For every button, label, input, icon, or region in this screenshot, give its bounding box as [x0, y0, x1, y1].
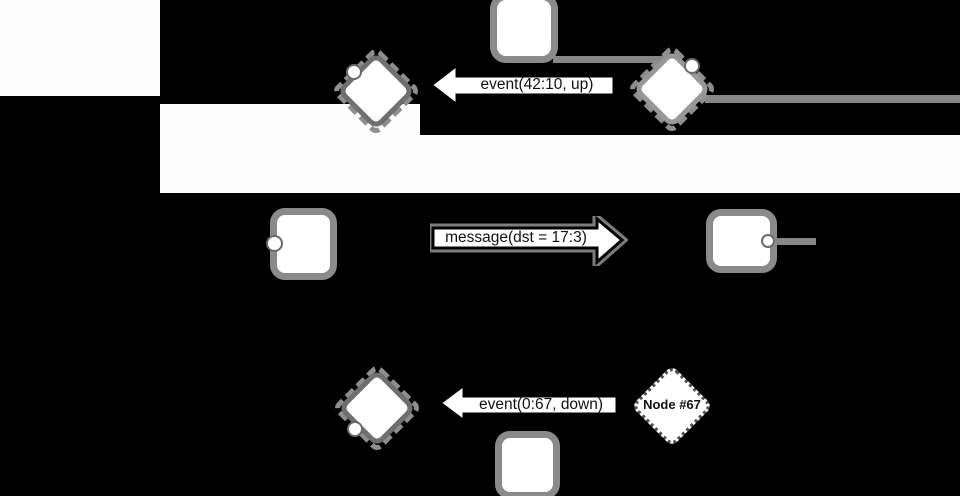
- message-arrow-middle: message(dst = 17:3): [430, 216, 628, 266]
- white-band-left: [0, 0, 160, 96]
- message-arrow-middle-label: message(dst = 17:3): [445, 229, 587, 246]
- port-circle-top-left-diamond: [346, 64, 362, 80]
- connector-top-square-to-diamond: [553, 56, 665, 63]
- connector-top-diamond-to-edge: [705, 95, 960, 103]
- port-circle-top-right-diamond: [684, 58, 700, 74]
- event-arrow-bottom-label: event(0:67, down): [478, 396, 604, 413]
- arrow-left-polygon: [437, 384, 619, 424]
- node-square-bottom: [495, 431, 560, 496]
- event-arrow-bottom: event(0:67, down): [436, 384, 620, 424]
- node-diamond-bottom-left: [337, 368, 417, 448]
- port-circle-middle-left-square: [266, 235, 283, 252]
- arrow-left-polygon: [428, 62, 616, 108]
- event-arrow-bottom-shape: [437, 384, 619, 424]
- white-band-right: [420, 135, 960, 193]
- message-arrow-middle-shape: [430, 216, 628, 266]
- connector-middle-right-stub: [775, 238, 816, 245]
- port-circle-middle-right-square: [761, 234, 775, 248]
- event-arrow-top: event(42:10, up): [428, 62, 618, 108]
- arrow-right-polygon: [431, 216, 625, 266]
- event-arrow-top-label: event(42:10, up): [480, 76, 594, 93]
- node-square-top: [490, 0, 558, 63]
- event-arrow-top-shape: [428, 62, 616, 108]
- labeled-node-text: Node #67: [643, 396, 701, 412]
- port-circle-bottom-left-diamond: [347, 421, 363, 437]
